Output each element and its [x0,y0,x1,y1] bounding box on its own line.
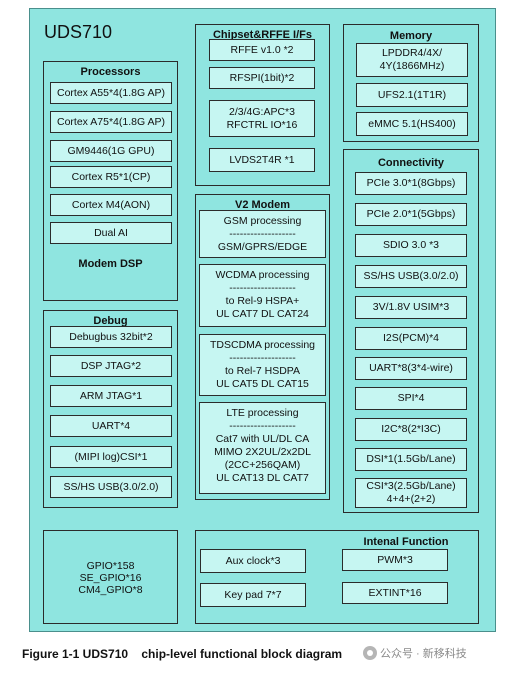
chipset-apc-rfctrl: 2/3/4G:APC*3 RFCTRL IO*16 [209,100,315,137]
conn-csi: CSI*3(2.5Gb/Lane) 4+4+(2+2) [355,478,467,508]
conn-i2s: I2S(PCM)*4 [355,327,467,350]
figure-caption: Figure 1-1 UDS710 chip-level functional … [22,647,343,661]
modem-tdscdma: TDSCDMA processing ------------------- t… [199,334,326,396]
modem-wcdma: WCDMA processing ------------------- to … [199,264,326,327]
conn-usb: SS/HS USB(3.0/2.0) [355,265,467,288]
conn-dsi: DSI*1(1.5Gb/Lane) [355,448,467,471]
debug-arm-jtag: ARM JTAG*1 [50,385,172,407]
processor-r5: Cortex R5*1(CP) [50,166,172,188]
memory-title: Memory [389,30,433,42]
debug-title: Debug [93,315,128,327]
processors-title: Processors [80,66,141,78]
conn-pcie2: PCIe 2.0*1(5Gbps) [355,203,467,226]
modem-title: V2 Modem [234,199,290,211]
conn-pcie3: PCIe 3.0*1(8Gbps) [355,172,467,195]
debug-usb: SS/HS USB(3.0/2.0) [50,476,172,498]
conn-uart: UART*8(3*4-wire) [355,357,467,380]
modem-lte: LTE processing ------------------- Cat7 … [199,402,326,494]
internal-extint: EXTINT*16 [342,582,448,604]
conn-sdio: SDIO 3.0 *3 [355,234,467,257]
memory-ufs: UFS2.1(1T1R) [356,83,468,107]
watermark: 公众号 · 新移科技 [363,645,467,661]
processor-m4: Cortex M4(AON) [50,194,172,216]
debug-dsp-jtag: DSP JTAG*2 [50,355,172,377]
modem-gsm: GSM processing ------------------- GSM/G… [199,210,326,258]
conn-spi: SPI*4 [355,387,467,410]
debug-mipi-csi: (MIPI log)CSI*1 [50,446,172,468]
gpio-text: GPIO*158 SE_GPIO*16 CM4_GPIO*8 [78,560,143,596]
modem-dsp-label: Modem DSP [78,258,143,270]
internal-pwm: PWM*3 [342,549,448,571]
chipset-lvds: LVDS2T4R *1 [209,148,315,172]
chipset-title: Chipset&RFFE I/Fs [212,29,312,41]
processor-gpu: GM9446(1G GPU) [50,140,172,162]
debug-debugbus: Debugbus 32bit*2 [50,326,172,348]
internal-keypad: Key pad 7*7 [200,583,306,607]
gpio-group [43,530,178,624]
internal-group: Intenal Function [195,530,479,624]
processor-a55: Cortex A55*4(1.8G AP) [50,82,172,104]
processor-a75: Cortex A75*4(1.8G AP) [50,111,172,133]
memory-lpddr4: LPDDR4/4X/ 4Y(1866MHz) [356,43,468,77]
chipset-rffe: RFFE v1.0 *2 [209,39,315,61]
chipset-rfspi: RFSPI(1bit)*2 [209,67,315,89]
processor-dual-ai: Dual AI [50,222,172,244]
internal-aux-clock: Aux clock*3 [200,549,306,573]
conn-i2c: I2C*8(2*I3C) [355,418,467,441]
internal-title: Intenal Function [363,536,449,548]
wechat-icon [363,646,377,660]
conn-usim: 3V/1.8V USIM*3 [355,296,467,319]
debug-uart: UART*4 [50,415,172,437]
memory-emmc: eMMC 5.1(HS400) [356,112,468,136]
chip-title: UDS710 [44,22,113,42]
connectivity-title: Connectivity [377,157,444,169]
watermark-text: 公众号 · 新移科技 [380,648,467,660]
